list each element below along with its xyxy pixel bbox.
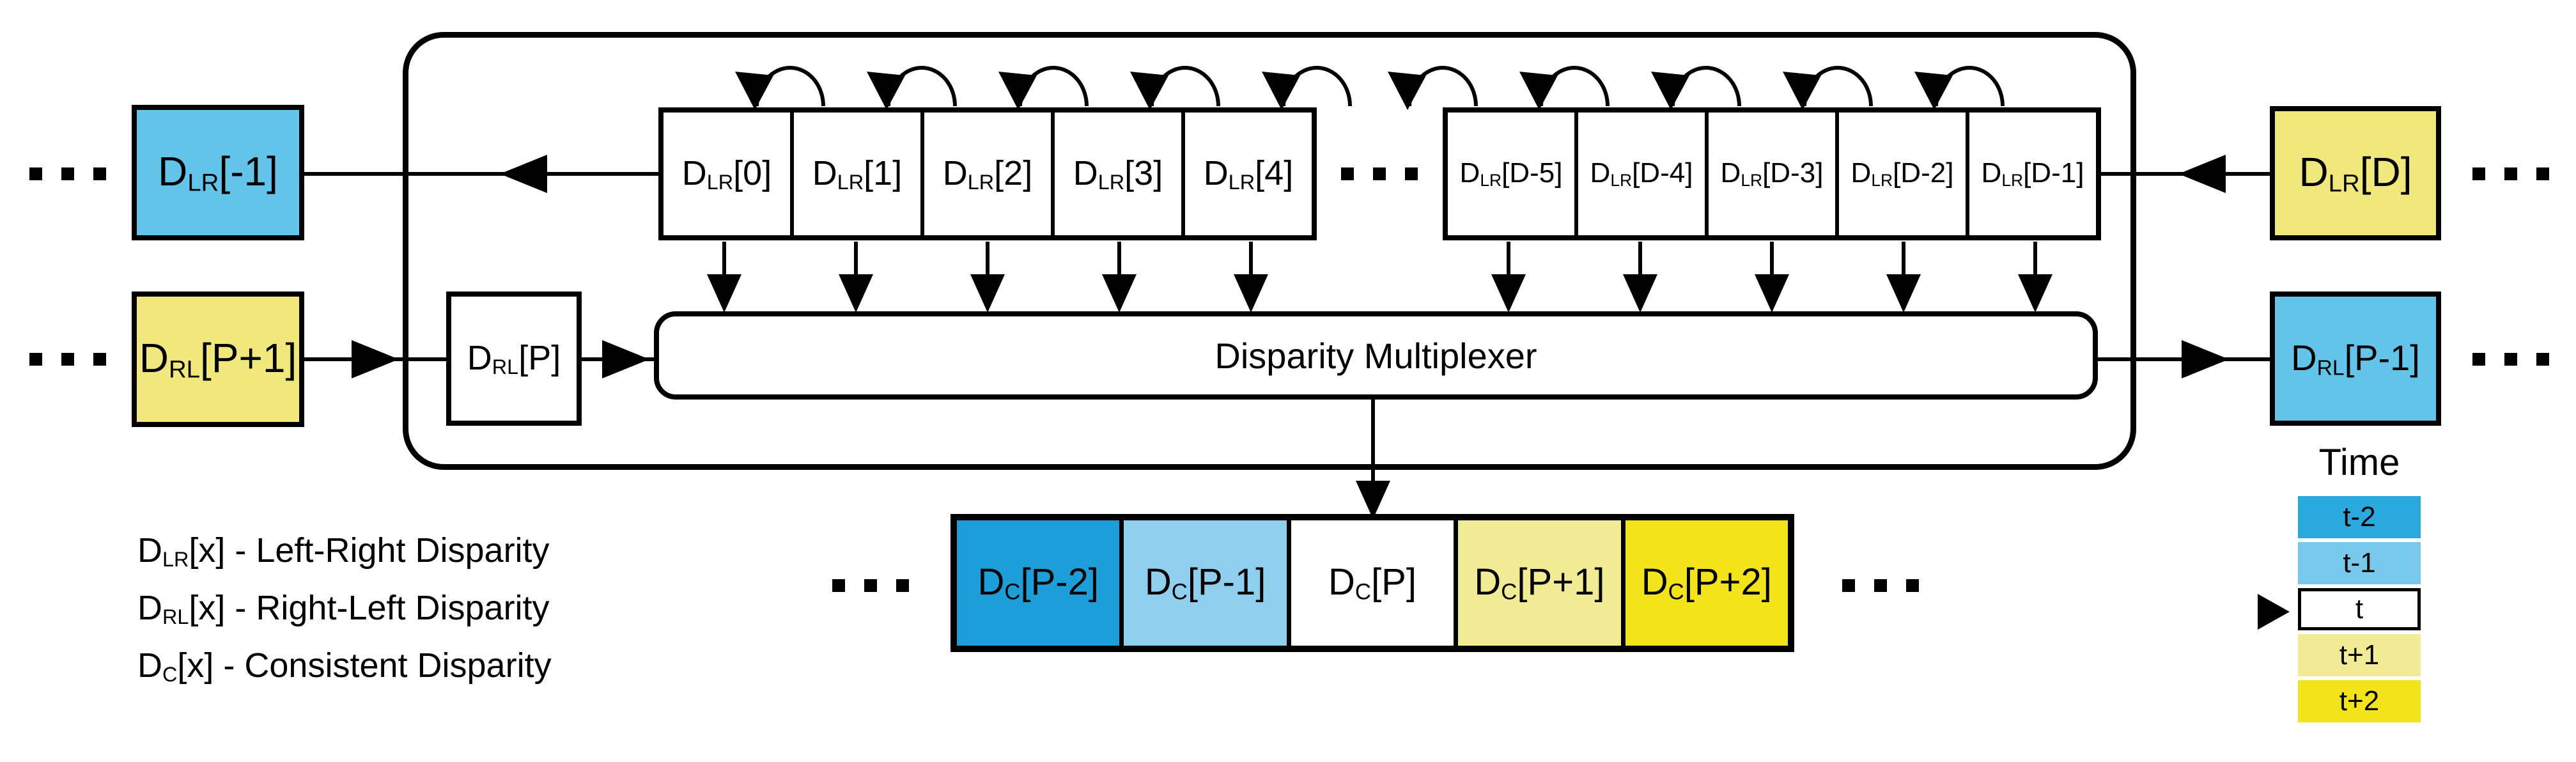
output-dc-p-plus1: DC[P+1] [1454, 520, 1621, 646]
register-dlr-d3: DLR[D-3] [1705, 113, 1835, 235]
ellipsis-bottom-right [2472, 353, 2549, 366]
register-bank-right: DLR[D-5] DLR[D-4] DLR[D-3] DLR[D-2] DLR[… [1443, 107, 2101, 240]
processing-block-outline [403, 32, 2136, 470]
ellipsis-register-gap [1341, 167, 1418, 180]
output-dc-p-minus2: DC[P-2] [957, 520, 1120, 646]
current-time-arrow-icon [2258, 594, 2290, 630]
disparity-multiplexer: Disparity Multiplexer [654, 311, 2098, 400]
ellipsis-bottom-left [29, 353, 106, 366]
register-dlr-3: DLR[3] [1051, 113, 1181, 235]
time-legend: t-2 t-1 t t+1 t+2 [2298, 496, 2421, 722]
box-drl-p-plus1: DRL[P+1] [132, 292, 304, 427]
box-dlr-d: DLR[D] [2270, 106, 2441, 240]
output-dc-p-plus2: DC[P+2] [1620, 520, 1788, 646]
time-row-t-plus1: t+1 [2298, 634, 2421, 676]
ellipsis-top-left [29, 167, 106, 180]
time-row-t-plus2: t+2 [2298, 680, 2421, 722]
register-dlr-d4: DLR[D-4] [1574, 113, 1705, 235]
disparity-multiplexer-label: Disparity Multiplexer [1214, 335, 1537, 376]
ellipsis-top-right [2472, 167, 2549, 180]
definition-left-right: DLR[x] - Left-Right Disparity [137, 531, 550, 572]
register-dlr-2: DLR[2] [920, 113, 1051, 235]
register-dlr-0: DLR[0] [681, 153, 772, 194]
ellipsis-output-right [1842, 579, 1919, 592]
register-dlr-d5: DLR[D-5] [1459, 157, 1563, 190]
box-drl-p: DRL[P] [446, 292, 582, 426]
definition-right-left: DRL[x] - Right-Left Disparity [137, 589, 550, 629]
definition-consistent: DC[x] - Consistent Disparity [137, 646, 552, 687]
box-drl-p-minus1: DRL[P-1] [2270, 292, 2441, 426]
output-dc-p: DC[P] [1286, 520, 1454, 646]
register-dlr-d1: DLR[D-1] [1966, 113, 2096, 235]
time-row-t-minus1: t-1 [2298, 542, 2421, 584]
box-dlr-minus1: DLR[-1] [132, 105, 304, 240]
box-drl-p-plus1-label: DRL[P+1] [139, 335, 297, 384]
box-dlr-minus1-label: DLR[-1] [158, 148, 278, 197]
box-drl-p-label: DRL[P] [467, 338, 561, 379]
definitions-legend: DLR[x] - Left-Right Disparity DRL[x] - R… [137, 531, 552, 687]
register-dlr-d2: DLR[D-2] [1835, 113, 1966, 235]
box-dlr-d-label: DLR[D] [2299, 149, 2412, 198]
time-legend-title: Time [2318, 442, 2400, 483]
output-strip: DC[P-2] DC[P-1] DC[P] DC[P+1] DC[P+2] [950, 514, 1794, 652]
register-bank-left: DLR[0] DLR[1] DLR[2] DLR[3] DLR[4] [658, 107, 1317, 240]
register-dlr-4: DLR[4] [1181, 113, 1312, 235]
time-row-t: t [2298, 588, 2421, 630]
time-row-t-minus2: t-2 [2298, 496, 2421, 538]
ellipsis-output-left [832, 579, 909, 592]
output-dc-p-minus1: DC[P-1] [1119, 520, 1287, 646]
box-drl-p-minus1-label: DRL[P-1] [2291, 337, 2420, 380]
register-dlr-1: DLR[1] [790, 113, 920, 235]
